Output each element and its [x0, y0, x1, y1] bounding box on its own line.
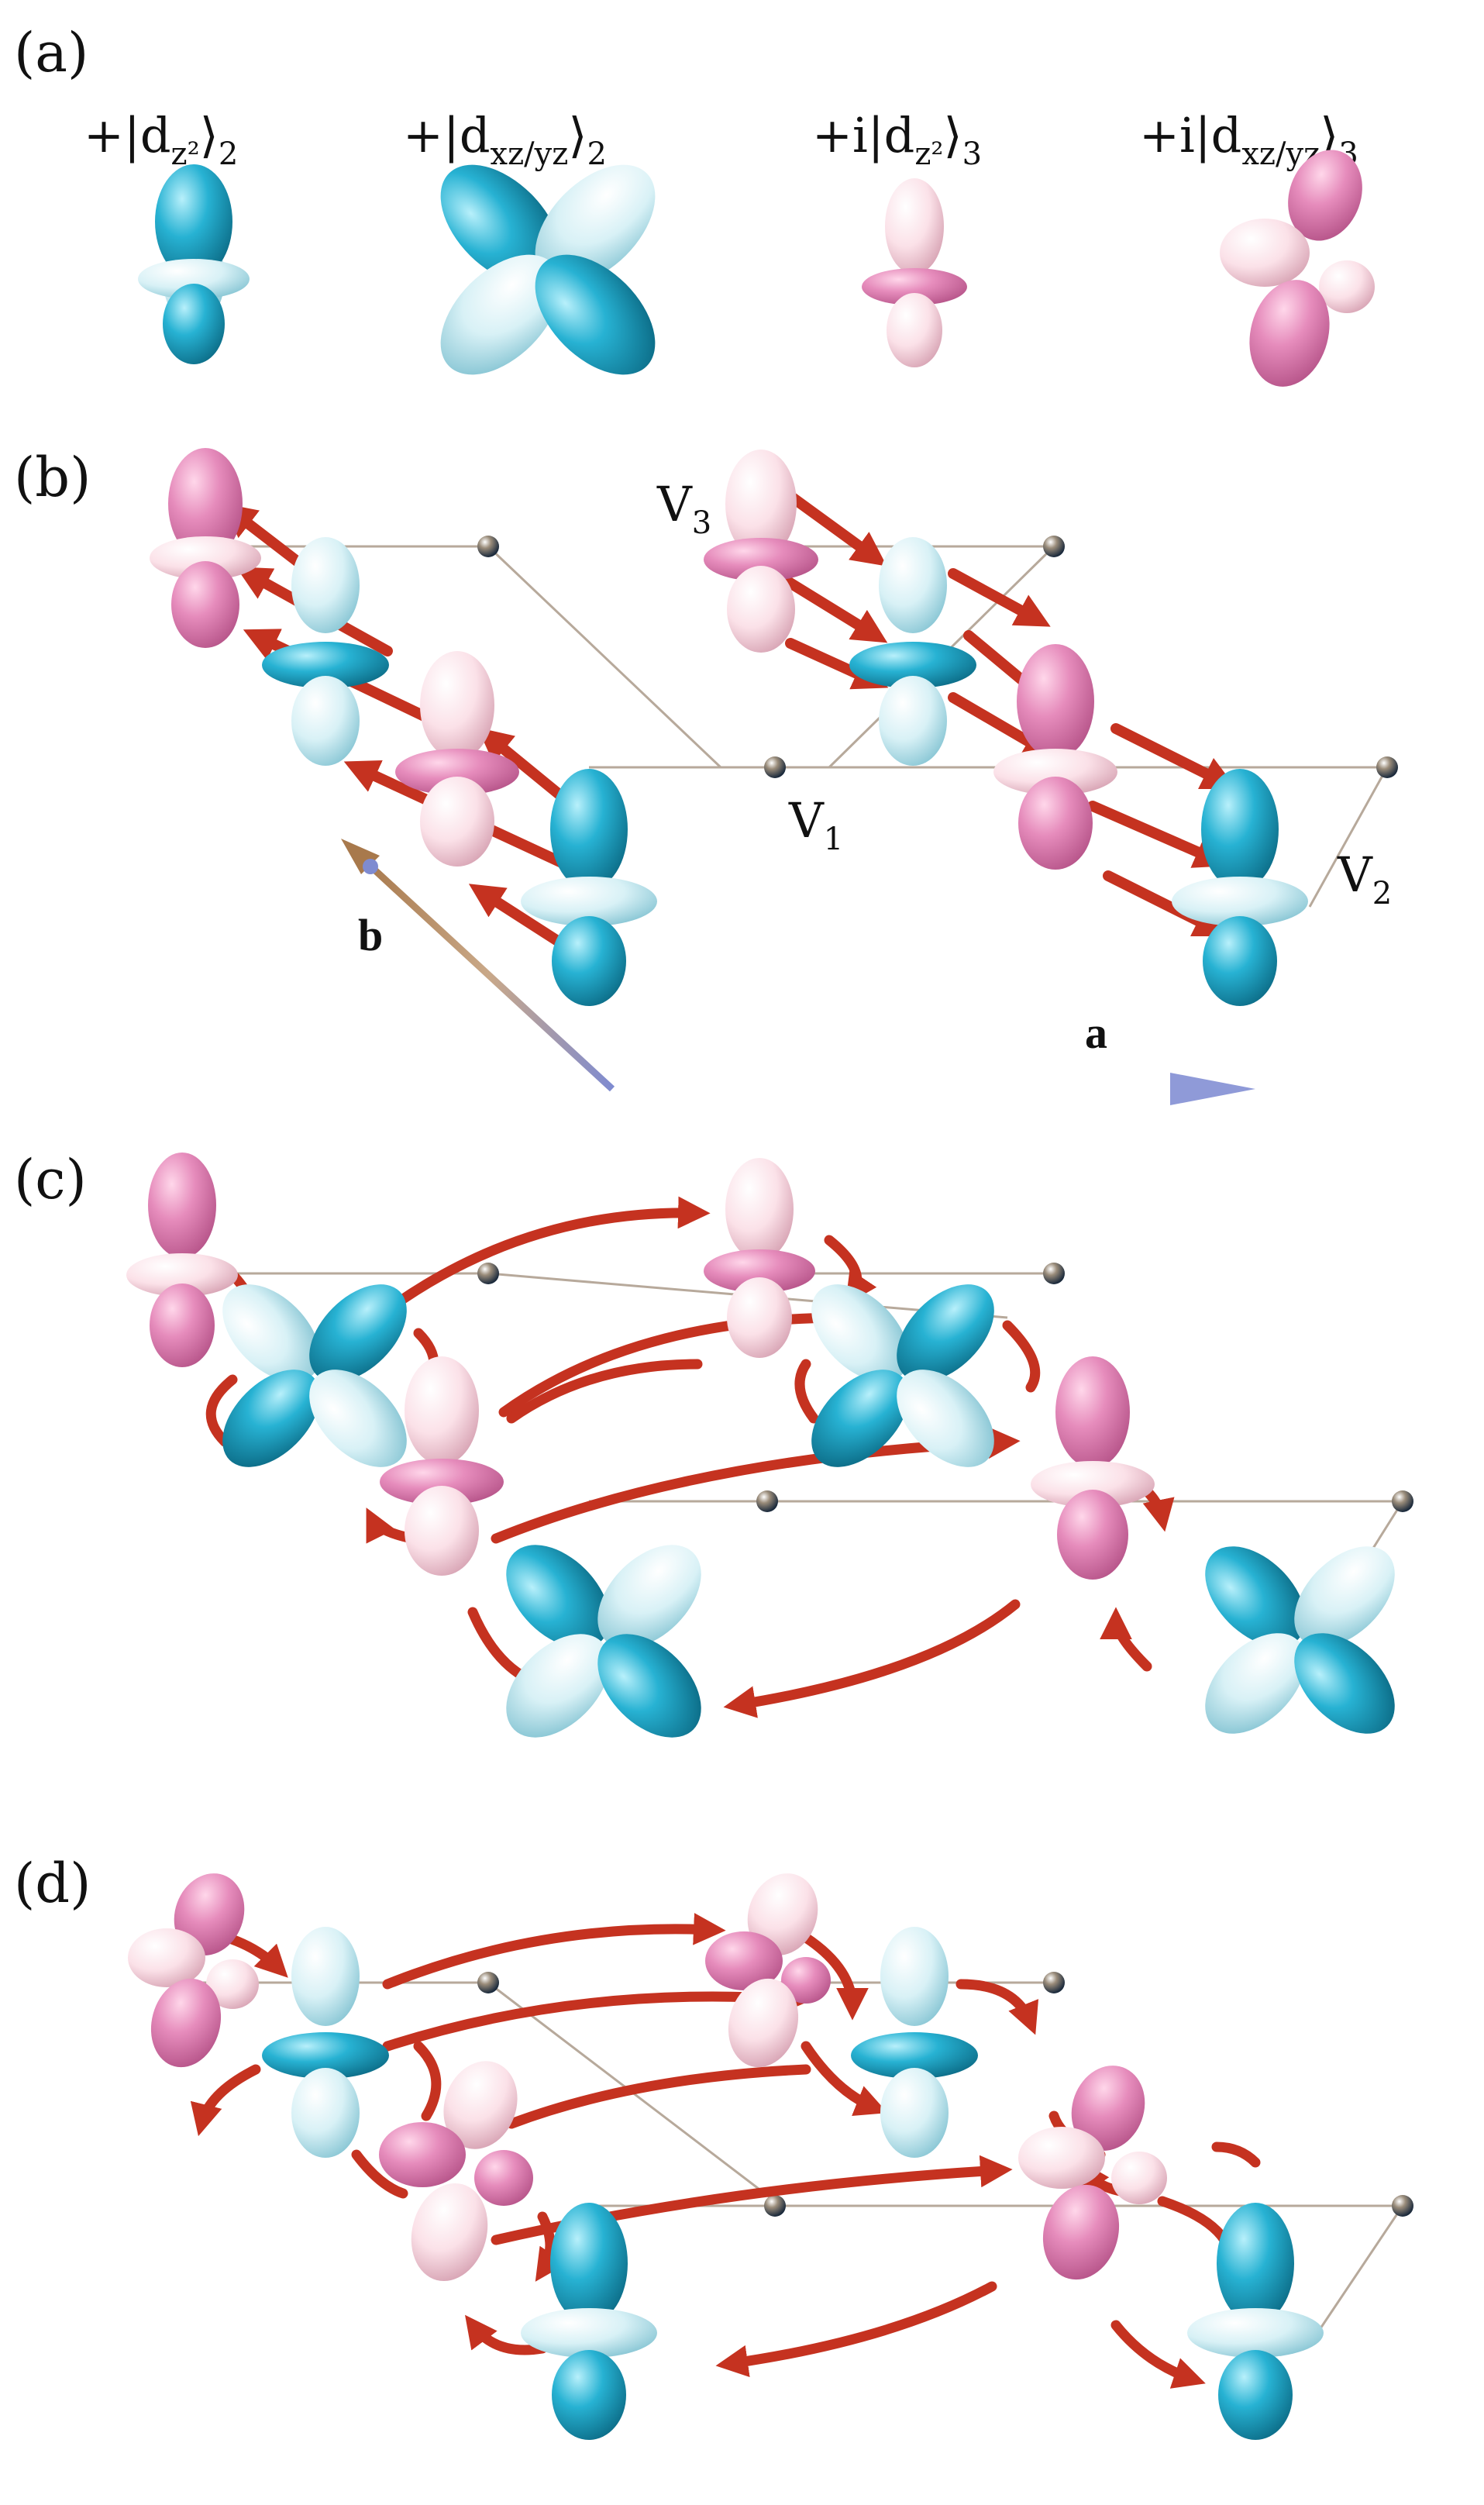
panel-label-a: (a): [14, 21, 88, 84]
vector-label-a: a: [1085, 1008, 1107, 1058]
lattice-vector-b: [341, 839, 615, 1092]
orbital-b-teal-v2-right: [1172, 769, 1308, 1006]
state-label-dz2-3: +i|dz²⟩3: [812, 107, 982, 172]
orbital-c-teal-xz-right: [811, 1284, 994, 1467]
site-ball: [477, 1972, 499, 1993]
site-ball: [1043, 1972, 1065, 1993]
svg-text:+i|dxz/yz⟩3: +i|dxz/yz⟩3: [1139, 107, 1358, 172]
orbital-c-teal-xz-left: [222, 1284, 407, 1467]
svg-text:+i|dz²⟩3: +i|dz²⟩3: [812, 107, 982, 172]
orbital-d-teal-v1-right: [851, 1927, 978, 2158]
panel-label-c: (c): [14, 1148, 87, 1211]
state-label-dxzyz-3: +i|dxz/yz⟩3: [1139, 107, 1358, 172]
orbital-b-teal-v2-left: [521, 769, 657, 1006]
site-ball: [477, 1263, 499, 1284]
orbital-b-teal-v1-right: [849, 537, 976, 766]
orbital-dxzyz-imaginary-pink: [1220, 150, 1375, 387]
orbital-b-pink-v2-mid: [993, 644, 1117, 870]
orbital-c-pink-v3-mid: [380, 1356, 504, 1576]
state-label-dz2-2: +|dz²⟩2: [84, 107, 238, 172]
state-label-dxzyz-2: +|dxz/yz⟩2: [403, 107, 607, 172]
site-ball: [1392, 2195, 1413, 2217]
site-label-v1: V1: [788, 792, 843, 857]
orbital-d-pink-xz-right: [705, 1873, 831, 2068]
site-ball: [1392, 1490, 1413, 1512]
panel-label-b: (b): [14, 446, 91, 509]
site-label-v2: V2: [1337, 846, 1392, 911]
site-ball: [1043, 536, 1065, 557]
lattice-vector-a: [612, 1073, 1255, 1105]
orbital-d-pink-xz-v2: [1018, 2066, 1167, 2280]
orbital-d-pink-xz-left: [128, 1873, 259, 2068]
orbital-b-pink-v3-left: [150, 448, 261, 648]
orbital-b-pink-v3-mid: [395, 651, 519, 867]
orbital-dxzyz-positive-teal: [440, 164, 656, 375]
site-ball: [1043, 1263, 1065, 1284]
orbital-d-pink-xz-mid: [379, 2061, 533, 2282]
site-label-v3: V3: [656, 476, 711, 541]
svg-text:+|dz²⟩2: +|dz²⟩2: [84, 107, 238, 172]
panel-label-d: (d): [14, 1852, 91, 1915]
svg-text:+|dxz/yz⟩2: +|dxz/yz⟩2: [403, 107, 607, 172]
orbital-b-teal-v1-left: [262, 537, 389, 766]
orbital-c-pink-v2: [1031, 1356, 1155, 1580]
orbital-d-teal-v2-right: [1187, 2203, 1324, 2440]
lattice-sites: [477, 536, 1413, 2217]
orbital-d-teal-v2-left: [521, 2203, 657, 2440]
orbital-dz2-positive-teal: [138, 164, 250, 364]
site-ball: [477, 536, 499, 557]
orbital-c-teal-xz-mid: [506, 1545, 701, 1738]
site-ball: [764, 2195, 786, 2217]
site-ball: [756, 1490, 778, 1512]
orbital-b-pink-v3-right: [704, 450, 818, 653]
orbital-c-teal-xz-v2: [1205, 1546, 1395, 1734]
orbital-c-pink-v3-right: [704, 1158, 815, 1358]
vector-label-b: b: [358, 910, 383, 960]
orbital-d-teal-v1-left: [262, 1927, 389, 2158]
orbital-c-pink-v3-left: [126, 1153, 238, 1367]
orbital-dz2-imaginary-pink: [862, 178, 967, 367]
site-ball: [764, 756, 786, 778]
site-ball: [1376, 756, 1398, 778]
